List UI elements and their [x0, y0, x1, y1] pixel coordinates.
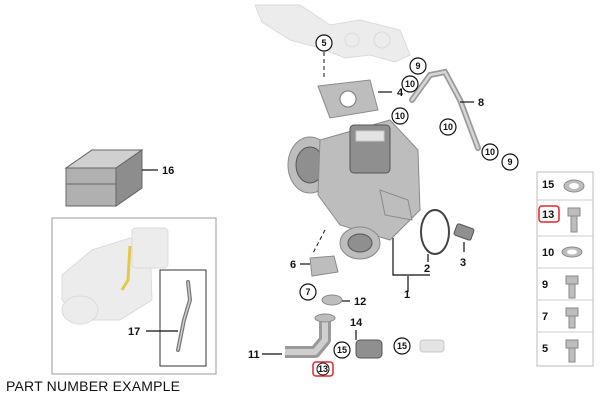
svg-text:9: 9 — [507, 157, 512, 167]
return-gasket — [321, 294, 343, 306]
svg-text:15: 15 — [397, 341, 407, 351]
svg-text:15: 15 — [337, 345, 347, 355]
svg-text:5: 5 — [542, 343, 548, 355]
exhaust-manifold-ghost — [254, 4, 411, 63]
callout-3[interactable]: 3 — [460, 257, 466, 269]
callout-17[interactable]: 17 — [128, 326, 140, 338]
svg-text:9: 9 — [415, 61, 420, 71]
side-item-7[interactable]: 7 — [542, 307, 579, 329]
gasket-kit-box — [64, 149, 144, 207]
side-item-5[interactable]: 5 — [542, 339, 579, 363]
support-bracket — [309, 255, 339, 277]
svg-text:10: 10 — [443, 122, 453, 132]
callout-9-top[interactable]: 9 — [409, 57, 427, 75]
callout-5-top[interactable]: 5 — [315, 34, 333, 52]
hardware-side-panel — [536, 171, 594, 367]
callout-8[interactable]: 8 — [478, 97, 484, 109]
oil-feed-line — [409, 68, 481, 151]
callout-10-lower[interactable]: 10 — [481, 143, 499, 161]
svg-text:5: 5 — [321, 38, 326, 48]
callout-15-left[interactable]: 15 — [333, 341, 351, 359]
oil-return-pipe — [285, 313, 336, 358]
svg-text:13: 13 — [318, 364, 328, 374]
svg-text:10: 10 — [542, 247, 554, 259]
side-item-13-highlighted[interactable]: 13 — [538, 205, 581, 233]
callout-15-right[interactable]: 15 — [393, 337, 411, 355]
side-item-9[interactable]: 9 — [542, 275, 579, 299]
callout-10-mid[interactable]: 10 — [391, 107, 409, 125]
side-item-10[interactable]: 10 — [542, 246, 583, 259]
callout-13-highlighted[interactable]: 13 — [312, 361, 334, 377]
svg-text:7: 7 — [305, 287, 310, 297]
seal-ring — [420, 209, 450, 255]
callout-11[interactable]: 11 — [248, 349, 260, 361]
callout-6[interactable]: 6 — [290, 259, 296, 271]
svg-text:15: 15 — [542, 179, 554, 191]
callout-2[interactable]: 2 — [424, 263, 430, 275]
side-item-15[interactable]: 15 — [542, 179, 585, 193]
callout-14[interactable]: 14 — [350, 317, 363, 329]
manifold-gasket — [317, 79, 379, 119]
svg-text:13: 13 — [542, 209, 554, 221]
callout-7-main[interactable]: 7 — [299, 283, 317, 301]
callout-9-lower[interactable]: 9 — [501, 153, 519, 171]
sensor-connector — [453, 223, 475, 241]
svg-text:10: 10 — [405, 79, 415, 89]
rubber-hose — [355, 339, 383, 359]
part-number-caption: PART NUMBER EXAMPLE — [6, 378, 181, 394]
callout-4[interactable]: 4 — [397, 87, 404, 99]
svg-text:7: 7 — [542, 311, 548, 323]
callout-10-top[interactable]: 10 — [401, 75, 419, 93]
callout-1[interactable]: 1 — [404, 289, 410, 301]
callout-10-right[interactable]: 10 — [439, 118, 457, 136]
callout-12[interactable]: 12 — [354, 296, 366, 308]
svg-text:10: 10 — [395, 111, 405, 121]
pipe-fitting — [419, 339, 445, 353]
inset-panel — [51, 217, 217, 375]
svg-text:10: 10 — [485, 147, 495, 157]
callout-16[interactable]: 16 — [162, 165, 174, 177]
svg-text:9: 9 — [542, 279, 548, 291]
turbocharger — [287, 119, 421, 260]
